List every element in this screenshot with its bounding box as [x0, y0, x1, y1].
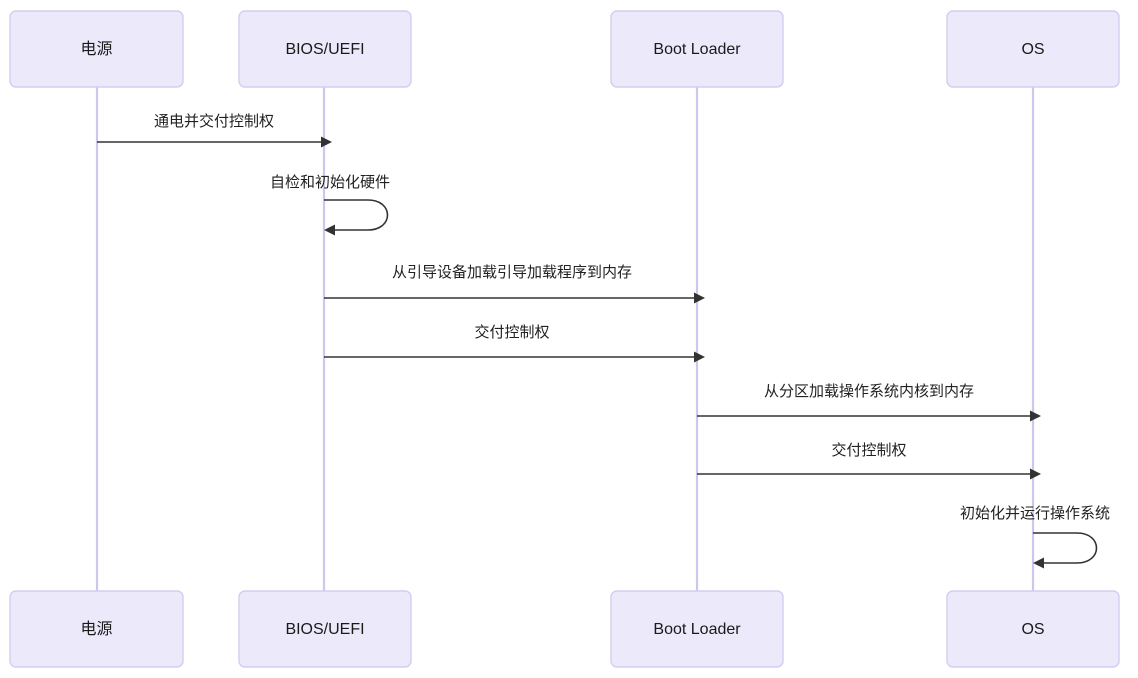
arrow-head-icon: [1033, 557, 1044, 569]
participant-label: BIOS/UEFI: [285, 41, 364, 58]
message-label: 通电并交付控制权: [154, 112, 274, 130]
participant-label: BIOS/UEFI: [285, 621, 364, 638]
message-label: 从分区加载操作系统内核到内存: [764, 383, 974, 400]
participant-top-bios[interactable]: BIOS/UEFI: [238, 10, 412, 88]
lifelines-layer: [95, 87, 1035, 591]
message-1[interactable]: 通电并交付控制权: [97, 112, 332, 148]
message-label: 初始化并运行操作系统: [960, 505, 1110, 522]
participant-box: [946, 590, 1120, 668]
message-4[interactable]: 交付控制权: [324, 323, 705, 363]
participant-top-bootloader[interactable]: Boot Loader: [610, 10, 784, 88]
participant-box: [238, 590, 412, 668]
arrow-head-icon: [321, 136, 332, 148]
arrow-head-icon: [1030, 468, 1041, 480]
message-label: 从引导设备加载引导加载程序到内存: [392, 264, 632, 281]
arrow-head-icon: [694, 292, 705, 304]
message-7[interactable]: 初始化并运行操作系统: [960, 505, 1110, 569]
arrow-head-icon: [694, 351, 705, 363]
message-3[interactable]: 从引导设备加载引导加载程序到内存: [324, 264, 705, 304]
arrow-head-icon: [1030, 410, 1041, 422]
message-label: 自检和初始化硬件: [270, 174, 390, 191]
participant-box: [610, 10, 784, 88]
message-self-loop: [324, 199, 389, 231]
message-label: 交付控制权: [474, 323, 549, 341]
participant-label: Boot Loader: [653, 621, 741, 638]
message-self-loop: [1033, 532, 1098, 564]
participant-label: OS: [1021, 41, 1044, 58]
bottom-participant-boxes: 电源 BIOS/UEFI Boot Loader OS: [9, 590, 1120, 668]
participant-box: [9, 590, 184, 668]
participant-bottom-os[interactable]: OS: [946, 590, 1120, 668]
messages-layer: 通电并交付控制权自检和初始化硬件从引导设备加载引导加载程序到内存交付控制权从分区…: [97, 112, 1110, 569]
message-2[interactable]: 自检和初始化硬件: [270, 174, 390, 236]
participant-bottom-power[interactable]: 电源: [9, 590, 184, 668]
participant-label: 电源: [80, 40, 112, 58]
participant-top-power[interactable]: 电源: [9, 10, 184, 88]
message-label: 交付控制权: [831, 441, 906, 459]
participant-bottom-bios[interactable]: BIOS/UEFI: [238, 590, 412, 668]
participant-label: Boot Loader: [653, 41, 741, 58]
participant-label: OS: [1021, 621, 1044, 638]
participant-box: [238, 10, 412, 88]
message-6[interactable]: 交付控制权: [697, 441, 1041, 480]
participant-box: [946, 10, 1120, 88]
participant-label: 电源: [80, 620, 112, 638]
top-participant-boxes: 电源 BIOS/UEFI Boot Loader OS: [9, 10, 1120, 88]
participant-box: [610, 590, 784, 668]
message-5[interactable]: 从分区加载操作系统内核到内存: [697, 383, 1041, 422]
arrow-head-icon: [324, 224, 335, 236]
participant-top-os[interactable]: OS: [946, 10, 1120, 88]
participant-bottom-bootloader[interactable]: Boot Loader: [610, 590, 784, 668]
participant-box: [9, 10, 184, 88]
